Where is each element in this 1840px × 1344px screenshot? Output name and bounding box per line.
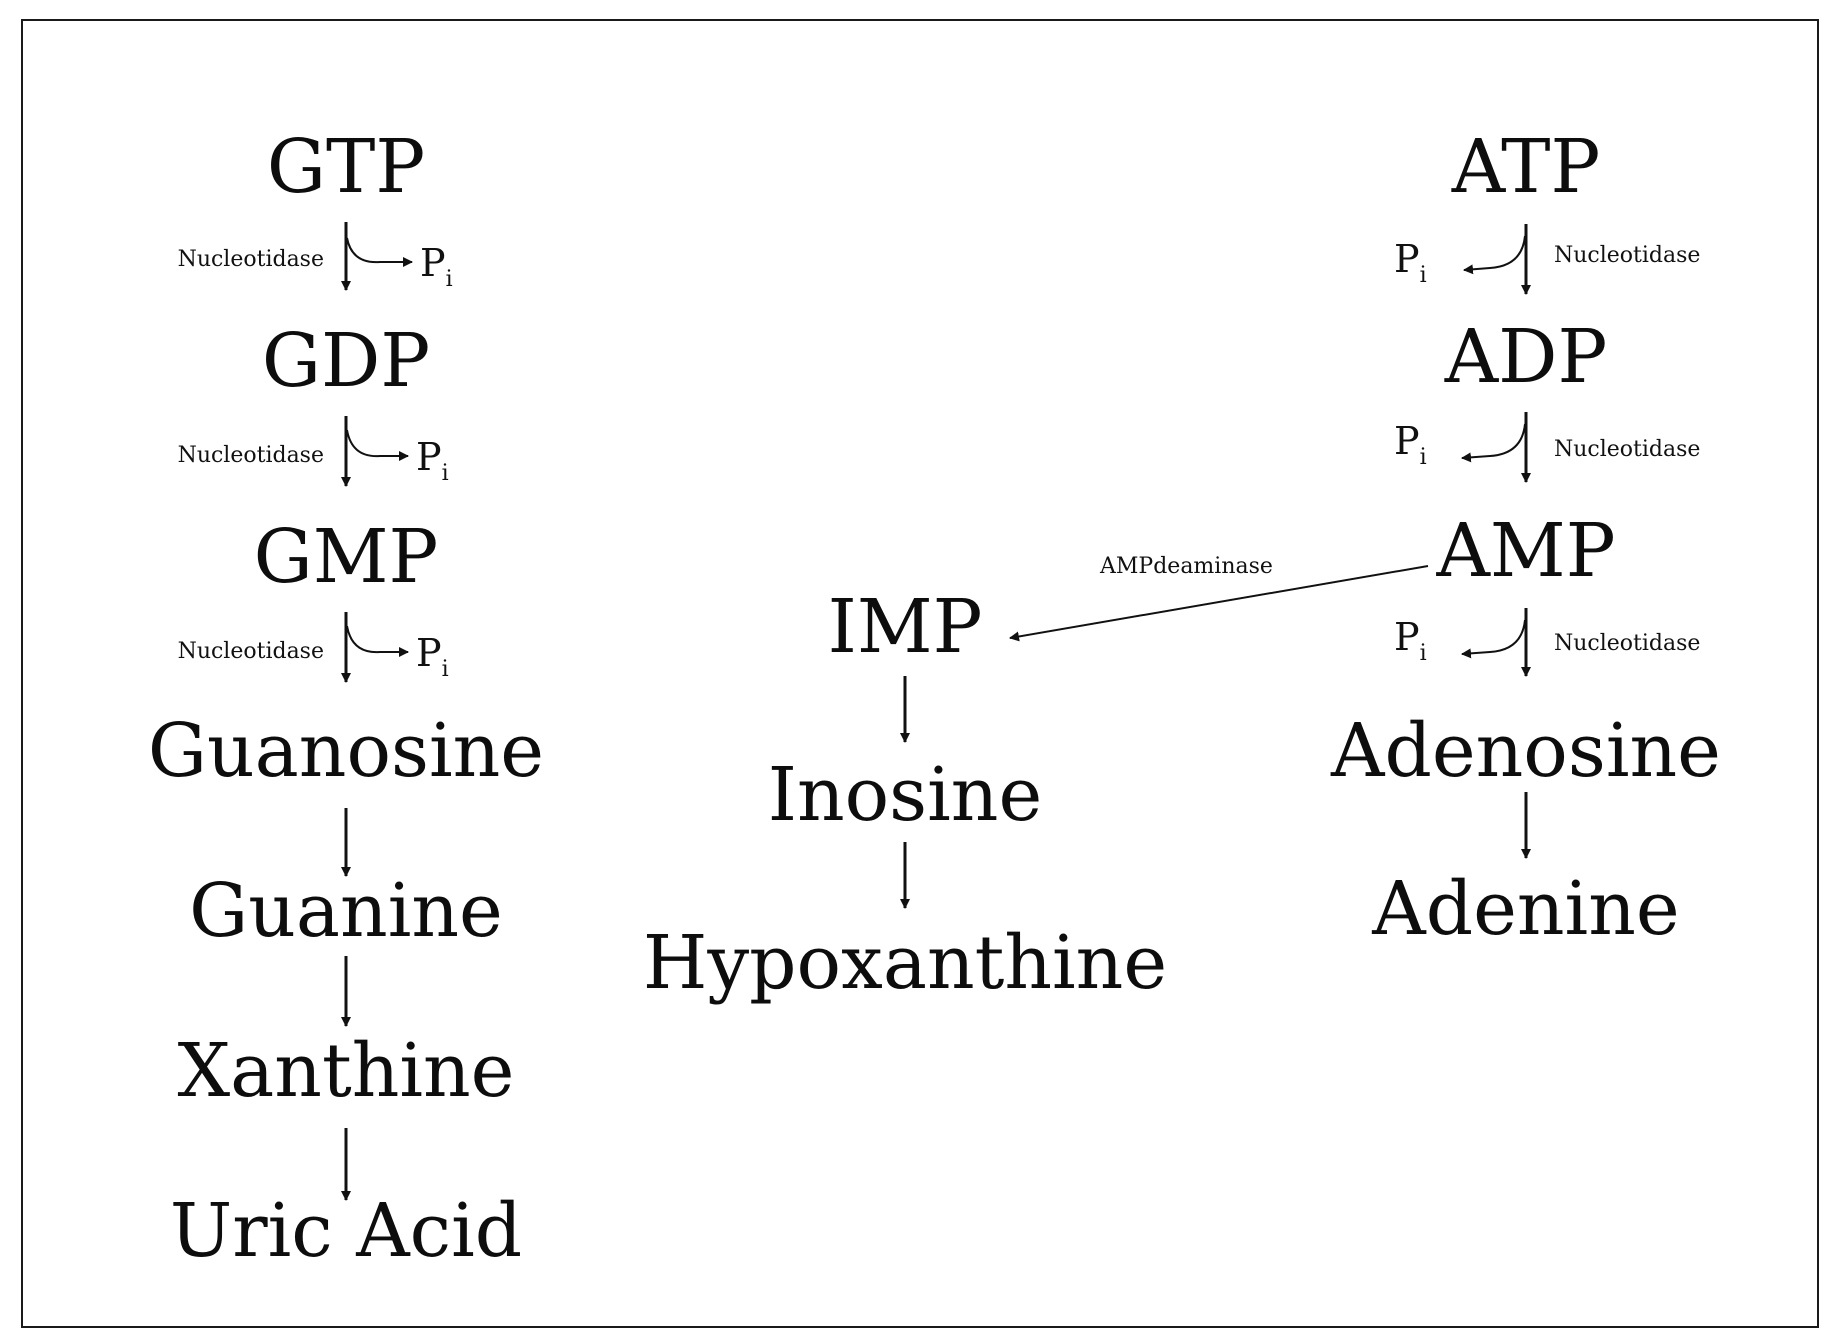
enzyme-label: Nucleotidase	[178, 639, 324, 664]
phosphate-release-arrow	[1463, 235, 1526, 275]
enzyme-label: Nucleotidase	[178, 443, 324, 468]
enzyme-label: AMPdeaminase	[1099, 554, 1273, 579]
metabolite-hypoxanthine: Hypoxanthine	[643, 920, 1167, 1006]
metabolite-xanthine: Xanthine	[178, 1028, 515, 1114]
phosphate-release-arrow	[1461, 423, 1526, 463]
phosphate-label: Pi	[1394, 615, 1427, 666]
metabolite-adenine: Adenine	[1371, 866, 1679, 952]
enzyme-label: Nucleotidase	[1554, 243, 1700, 268]
metabolite-imp: IMP	[828, 584, 983, 670]
reaction-amp-to-imp: AMPdeaminase	[1009, 554, 1429, 642]
metabolite-uric-acid: Uric Acid	[170, 1188, 522, 1274]
phosphate-release-arrow	[346, 237, 413, 267]
metabolite-guanosine: Guanosine	[148, 708, 544, 794]
diagram-frame	[21, 19, 1819, 1328]
phosphate-label: Pi	[416, 631, 449, 682]
enzyme-label: Nucleotidase	[1554, 437, 1700, 462]
reaction-gtp-to-gdp: Nucleotidase Pi	[178, 222, 453, 292]
enzyme-label: Nucleotidase	[1554, 631, 1700, 656]
deamination-arrow	[1009, 565, 1429, 642]
guanine-pathway: GTP GDP GMP Guanosine Guanine Xanthine U…	[148, 124, 544, 1274]
metabolite-gtp: GTP	[267, 124, 425, 210]
metabolite-adp: ADP	[1444, 314, 1608, 400]
metabolite-inosine: Inosine	[768, 752, 1043, 838]
enzyme-label: Nucleotidase	[178, 247, 324, 272]
phosphate-label: Pi	[420, 241, 453, 292]
phosphate-release-arrow	[346, 429, 409, 461]
metabolite-gmp: GMP	[254, 514, 439, 600]
phosphate-label: Pi	[416, 435, 449, 486]
metabolite-adenosine: Adenosine	[1330, 708, 1721, 794]
phosphate-release-arrow	[1461, 619, 1526, 659]
metabolite-atp: ATP	[1451, 124, 1601, 210]
reaction-atp-to-adp: Nucleotidase Pi	[1394, 224, 1700, 295]
reaction-gdp-to-gmp: Nucleotidase Pi	[178, 416, 449, 487]
reaction-adp-to-amp: Nucleotidase Pi	[1394, 412, 1700, 483]
reaction-gmp-to-guanosine: Nucleotidase Pi	[178, 612, 449, 683]
adenine-pathway: ATP ADP AMP Adenosine Adenine Nucleotida…	[1330, 124, 1721, 952]
inosine-pathway: IMP Inosine Hypoxanthine	[643, 584, 1167, 1006]
phosphate-release-arrow	[346, 625, 409, 657]
metabolite-guanine: Guanine	[189, 868, 503, 954]
reaction-amp-to-adenosine: Nucleotidase Pi	[1394, 608, 1700, 677]
metabolite-amp: AMP	[1435, 508, 1615, 594]
phosphate-label: Pi	[1394, 419, 1427, 470]
phosphate-label: Pi	[1394, 237, 1427, 288]
metabolite-gdp: GDP	[262, 318, 430, 404]
